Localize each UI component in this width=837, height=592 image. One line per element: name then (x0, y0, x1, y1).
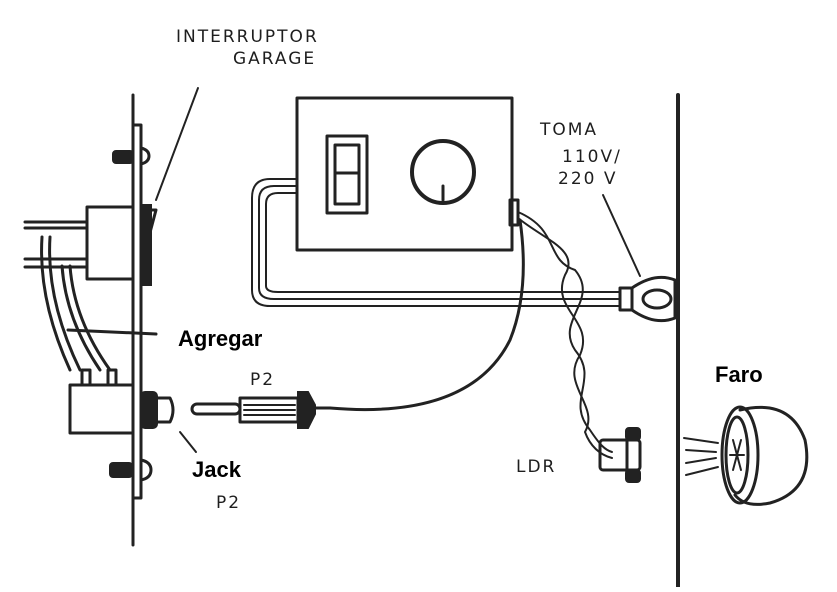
plug-p2 (190, 218, 525, 429)
label-voltage-110: 110V/ (562, 147, 622, 167)
jack-p2 (68, 368, 197, 453)
label-faro: Faro (715, 362, 763, 387)
label-ldr: LDR (516, 457, 557, 477)
label-voltage-220: 220 V (558, 169, 618, 189)
screw-top (112, 146, 151, 166)
garage-switch (23, 87, 199, 372)
label-jack: Jack (192, 457, 241, 482)
outlet-plug (602, 194, 677, 323)
light-rays (683, 437, 719, 476)
lamp-faro (720, 405, 809, 506)
label-interruptor: INTERRUPTOR (176, 27, 319, 47)
control-box (251, 96, 621, 307)
label-garage: GARAGE (233, 49, 317, 69)
label-agregar: Agregar (178, 326, 263, 351)
ldr-sensor (598, 427, 642, 483)
left-wall-panel (109, 93, 153, 547)
label-plug-p2: P2 (250, 370, 276, 390)
label-toma: TOMA (540, 120, 599, 140)
label-jack-p2: P2 (216, 493, 242, 513)
screw-bottom (109, 458, 153, 482)
twisted-pair-ldr (517, 211, 613, 459)
